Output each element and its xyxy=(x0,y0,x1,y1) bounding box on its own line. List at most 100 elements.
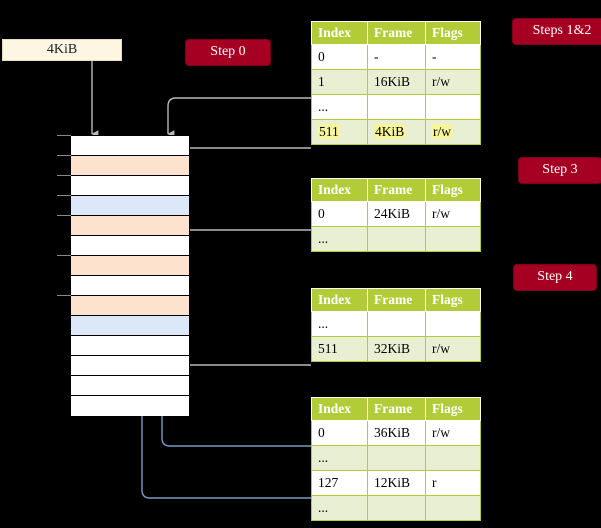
column-header-index: Index xyxy=(311,21,368,45)
table-row: 0-- xyxy=(311,44,481,70)
memory-frame-row xyxy=(71,276,189,296)
cell-index: ... xyxy=(311,445,368,471)
cell-index: 0 xyxy=(311,44,368,70)
cell-frame xyxy=(367,445,426,471)
table-row: ... xyxy=(311,226,481,252)
cell-flags xyxy=(425,94,481,120)
cell-flags: r/w xyxy=(425,336,481,362)
frame-4kib-box: 4KiB xyxy=(2,39,122,61)
table-row: ... xyxy=(311,445,481,471)
memory-tick xyxy=(57,295,71,296)
cell-flags: r xyxy=(425,470,481,496)
cell-index: 0 xyxy=(311,201,368,227)
column-header-frame: Frame xyxy=(367,21,426,45)
cell-flags xyxy=(425,226,481,252)
cell-frame: 36KiB xyxy=(367,420,426,446)
memory-tick xyxy=(57,195,71,196)
table-row: ... xyxy=(311,311,481,337)
memory-frame-row xyxy=(71,336,189,356)
badge-step-4-label: Step 4 xyxy=(537,269,573,284)
cell-flags: r/w xyxy=(425,119,481,145)
table-row: ... xyxy=(311,94,481,120)
column-header-index: Index xyxy=(311,288,368,312)
cell-flags xyxy=(425,311,481,337)
memory-frame-row xyxy=(71,296,189,316)
column-header-frame: Frame xyxy=(367,178,426,202)
badge-step-0-label: Step 0 xyxy=(210,44,246,59)
memory-frame-row xyxy=(71,256,189,276)
memory-tick xyxy=(57,255,71,256)
memory-frame-row xyxy=(71,136,189,156)
memory-tick xyxy=(57,135,71,136)
column-header-flags: Flags xyxy=(425,21,481,45)
cell-frame xyxy=(367,495,426,521)
memory-frame-row xyxy=(71,236,189,256)
cell-index: 511 xyxy=(311,336,368,362)
memory-tick xyxy=(57,215,71,216)
cell-frame: 32KiB xyxy=(367,336,426,362)
cell-index: ... xyxy=(311,311,368,337)
memory-frame-row xyxy=(71,196,189,216)
column-header-index: Index xyxy=(311,178,368,202)
column-header-flags: Flags xyxy=(425,397,481,421)
cell-frame xyxy=(367,94,426,120)
cell-flags xyxy=(425,445,481,471)
table-row: ... xyxy=(311,495,481,521)
cell-index: 1 xyxy=(311,69,368,95)
cell-frame xyxy=(367,226,426,252)
memory-frame-row xyxy=(71,316,189,336)
cell-flags: - xyxy=(425,44,481,70)
cell-index: 0 xyxy=(311,420,368,446)
cell-flags xyxy=(425,495,481,521)
memory-column xyxy=(70,135,190,416)
cell-flags: r/w xyxy=(425,69,481,95)
memory-frame-row xyxy=(71,176,189,196)
frame-4kib-label: 4KiB xyxy=(46,42,78,57)
memory-frame-row xyxy=(71,376,189,396)
column-header-flags: Flags xyxy=(425,288,481,312)
cell-index: ... xyxy=(311,495,368,521)
cell-index: 511 xyxy=(311,119,368,145)
cell-frame: - xyxy=(367,44,426,70)
column-header-frame: Frame xyxy=(367,397,426,421)
column-header-frame: Frame xyxy=(367,288,426,312)
column-header-flags: Flags xyxy=(425,178,481,202)
cell-index: ... xyxy=(311,226,368,252)
column-header-index: Index xyxy=(311,397,368,421)
cell-flags: r/w xyxy=(425,420,481,446)
cell-index: ... xyxy=(311,94,368,120)
badge-steps-1-2: Steps 1&2 xyxy=(513,19,601,44)
cell-flags: r/w xyxy=(425,201,481,227)
memory-tick xyxy=(57,155,71,156)
cell-frame: 4KiB xyxy=(367,119,426,145)
memory-frame-row xyxy=(71,396,189,416)
memory-frame-row xyxy=(71,216,189,236)
badge-step-3-label: Step 3 xyxy=(542,162,578,177)
badge-steps-1-2-label: Steps 1&2 xyxy=(532,23,592,38)
cell-index: 127 xyxy=(311,470,368,496)
memory-frame-row xyxy=(71,156,189,176)
badge-step-4: Step 4 xyxy=(514,265,596,290)
memory-frame-row xyxy=(71,356,189,376)
badge-step-0: Step 0 xyxy=(186,40,270,65)
memory-tick xyxy=(57,175,71,176)
cell-frame: 12KiB xyxy=(367,470,426,496)
cell-frame: 24KiB xyxy=(367,201,426,227)
badge-step-3: Step 3 xyxy=(519,158,601,183)
cell-frame: 16KiB xyxy=(367,69,426,95)
